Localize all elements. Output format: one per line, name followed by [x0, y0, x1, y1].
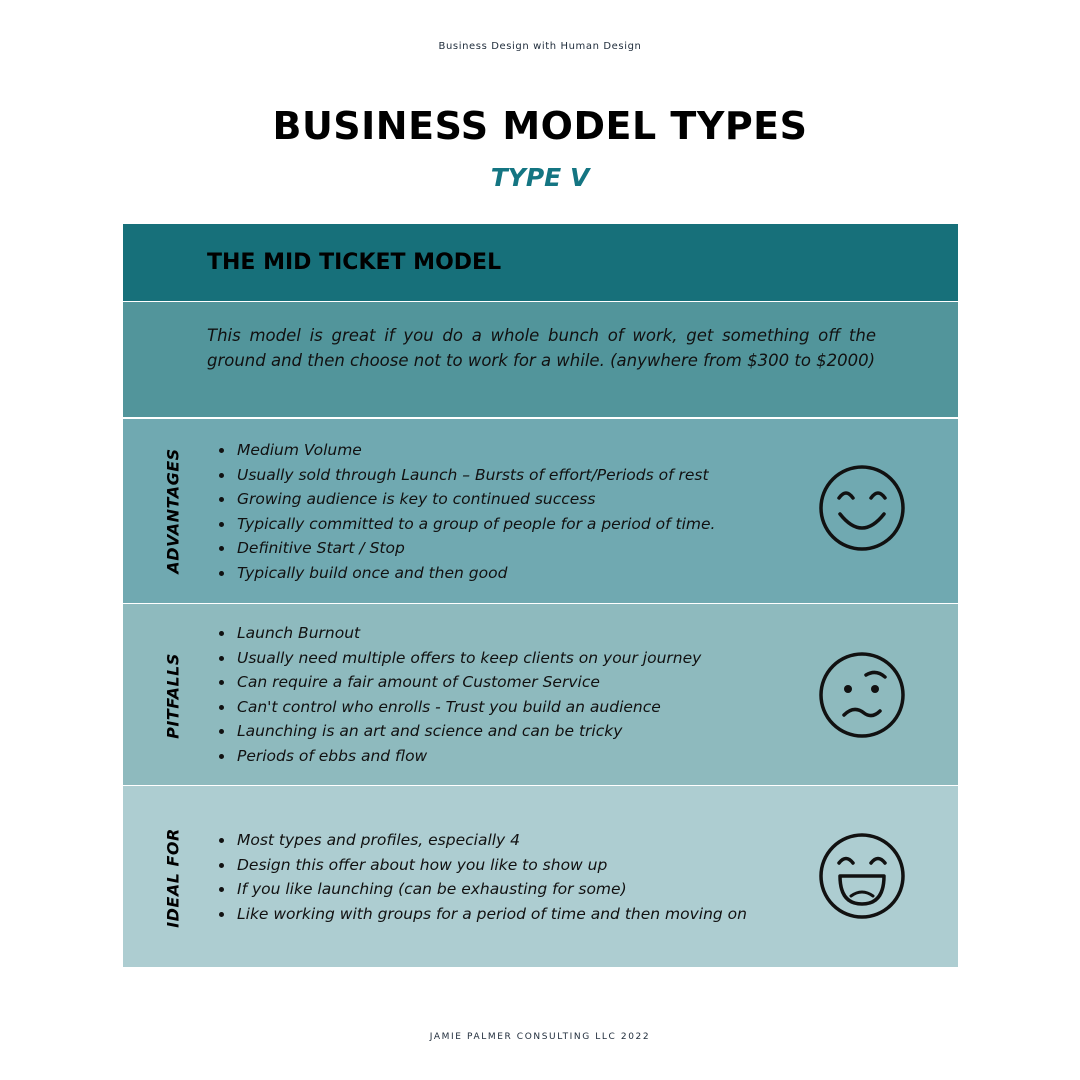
advantages-label: ADVANTAGES [163, 448, 183, 574]
ideal-for-label: IDEAL FOR [163, 828, 183, 928]
list-item: Design this offer about how you like to … [235, 853, 747, 878]
list-item: If you like launching (can be exhausting… [235, 877, 747, 902]
pitfalls-list: Launch Burnout Usually need multiple off… [216, 621, 701, 769]
list-item: Can require a fair amount of Customer Se… [235, 670, 701, 695]
list-item: Like working with groups for a period of… [235, 902, 747, 927]
footer-credit: JAMIE PALMER CONSULTING LLC 2022 [429, 1032, 651, 1042]
laughing-face-icon [819, 833, 905, 919]
list-item: Launching is an art and science and can … [235, 719, 701, 744]
ideal-for-section: IDEAL FOR Most types and profiles, espec… [123, 786, 958, 967]
list-item: Usually sold through Launch – Bursts of … [235, 463, 715, 488]
list-item: Medium Volume [235, 438, 715, 463]
confused-face-icon [819, 652, 905, 738]
page-subtitle: TYPE V [490, 163, 590, 192]
model-description-row: This model is great if you do a whole bu… [123, 302, 958, 417]
smiling-face-icon [819, 465, 905, 551]
advantages-list: Medium Volume Usually sold through Launc… [216, 438, 715, 586]
page-title: BUSINESS MODEL TYPES [272, 104, 808, 148]
list-item: Periods of ebbs and flow [235, 744, 701, 769]
list-item: Typically build once and then good [235, 561, 715, 586]
list-item: Definitive Start / Stop [235, 536, 715, 561]
ideal-for-list: Most types and profiles, especially 4 De… [216, 828, 747, 926]
model-description: This model is great if you do a whole bu… [207, 326, 876, 370]
list-item: Growing audience is key to continued suc… [235, 487, 715, 512]
pitfalls-label: PITFALLS [163, 653, 183, 739]
model-header-row: THE MID TICKET MODEL [123, 224, 958, 301]
list-item: Launch Burnout [235, 621, 701, 646]
model-heading: THE MID TICKET MODEL [207, 250, 502, 275]
list-item: Typically committed to a group of people… [235, 512, 715, 537]
list-item: Most types and profiles, especially 4 [235, 828, 747, 853]
pitfalls-section: PITFALLS Launch Burnout Usually need mul… [123, 604, 958, 785]
advantages-section: ADVANTAGES Medium Volume Usually sold th… [123, 419, 958, 603]
top-label: Business Design with Human Design [438, 41, 642, 52]
list-item: Usually need multiple offers to keep cli… [235, 646, 701, 671]
list-item: Can't control who enrolls - Trust you bu… [235, 695, 701, 720]
